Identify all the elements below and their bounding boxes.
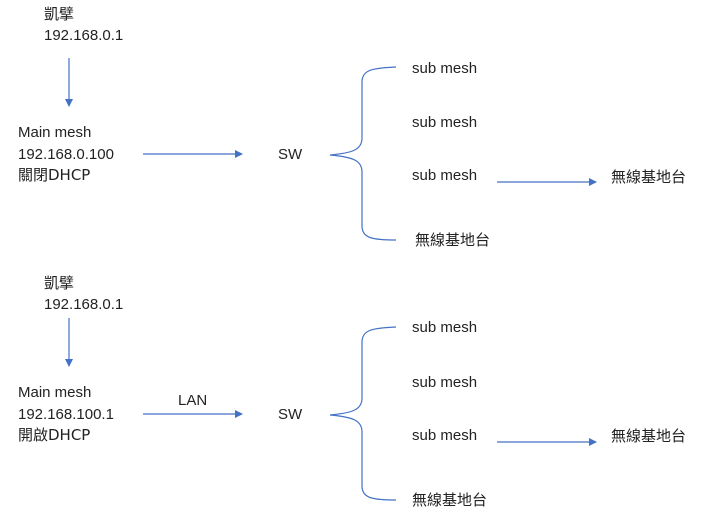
branch-access-point-1: 無線基地台 <box>415 231 491 249</box>
link-label-lan: LAN <box>178 392 208 409</box>
diagram-2-connectors <box>65 318 597 501</box>
main-mesh-name-2: Main mesh <box>18 384 92 401</box>
extension-access-point-1: 無線基地台 <box>611 168 687 186</box>
main-mesh-dhcp-2: 開啟DHCP <box>18 426 91 444</box>
branch-sub-mesh-1-1: sub mesh <box>412 60 478 77</box>
diagram-1-connectors <box>65 58 597 241</box>
router-ip-1: 192.168.0.1 <box>44 27 124 44</box>
branch-sub-mesh-1-3: sub mesh <box>412 167 478 184</box>
branch-sub-mesh-2-2: sub mesh <box>412 374 478 391</box>
branch-access-point-2: 無線基地台 <box>412 491 488 509</box>
switch-label-2: SW <box>278 406 303 423</box>
router-name-2: 凱擘 <box>44 274 75 292</box>
switch-branch-bracket-2 <box>329 326 397 501</box>
main-mesh-dhcp-1: 關閉DHCP <box>18 166 91 184</box>
switch-label-1: SW <box>278 146 303 163</box>
switch-branch-bracket-1 <box>329 66 397 241</box>
extension-access-point-2: 無線基地台 <box>611 427 687 445</box>
main-mesh-ip-2: 192.168.100.1 <box>18 406 114 423</box>
router-name-1: 凱擘 <box>44 5 75 23</box>
router-ip-2: 192.168.0.1 <box>44 296 124 313</box>
branch-sub-mesh-2-3: sub mesh <box>412 427 478 444</box>
main-mesh-name-1: Main mesh <box>18 124 92 141</box>
branch-sub-mesh-2-1: sub mesh <box>412 319 478 336</box>
branch-sub-mesh-1-2: sub mesh <box>412 114 478 131</box>
main-mesh-ip-1: 192.168.0.100 <box>18 146 114 163</box>
